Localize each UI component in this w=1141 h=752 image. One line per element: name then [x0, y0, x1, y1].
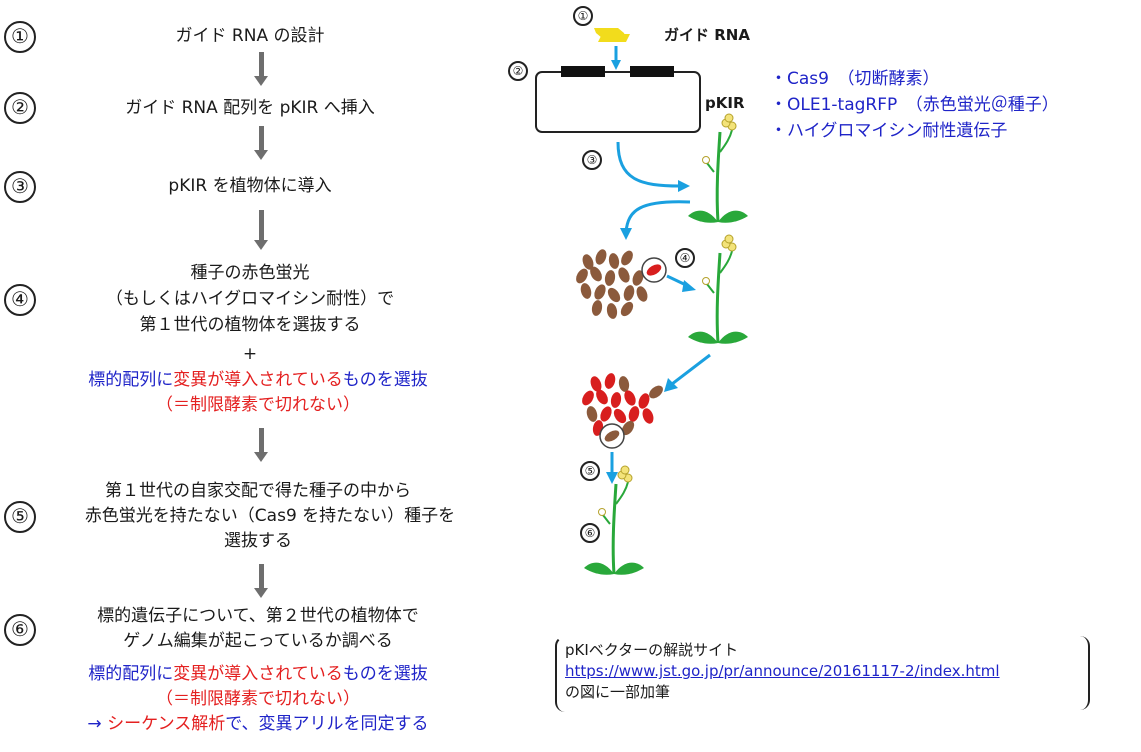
- vector-content-item: ・Cas9 （切断酵素）: [770, 69, 940, 89]
- diagram-step-number: ⑤: [580, 461, 600, 481]
- flow-arrow: [254, 210, 268, 250]
- transform-arrow: [616, 141, 681, 188]
- insert-arrow-head: [611, 60, 621, 70]
- flow-arrow: [254, 564, 268, 598]
- vector-segment: [561, 66, 605, 77]
- step-number: ⑤: [4, 501, 36, 533]
- source-caption: の図に一部加筆: [565, 683, 671, 701]
- sequence-note-line1: 標的配列に変異が導入されているものを選抜: [48, 662, 468, 686]
- pkir-vector-box: [535, 71, 701, 133]
- seed-arrow-head: [620, 228, 632, 240]
- step-text-line: 赤色蛍光を持たない（Cas9 を持たない）種子を: [84, 506, 456, 526]
- source-link[interactable]: https://www.jst.go.jp/pr/announce/201611…: [565, 662, 1000, 680]
- step-number: ⑥: [4, 614, 36, 646]
- diagram-step-number: ②: [508, 61, 528, 81]
- step-text-line: ゲノム編集が起こっているか調べる: [123, 631, 393, 651]
- plus-sign: +: [242, 344, 258, 364]
- step-text: pKIR を植物体に導入: [168, 176, 332, 196]
- diagram-canvas: [535, 28, 750, 577]
- step-text-line: （もしくはハイグロマイシン耐性）で: [105, 289, 395, 309]
- guide-rna-shape: [598, 34, 630, 42]
- source-note: pKIベクターの解説サイト https://www.jst.go.jp/pr/a…: [555, 636, 1090, 712]
- bracket-left: [555, 636, 567, 712]
- sequence-note-line3: → シーケンス解析で、変異アリルを同定する: [48, 712, 468, 736]
- target-text: 標的配列に: [88, 370, 174, 390]
- step-text-line: 第１世代の植物体を選抜する: [139, 315, 361, 335]
- diagram-step-number: ⑥: [580, 523, 600, 543]
- identify-allele-text: で、変異アリルを同定する: [225, 714, 429, 734]
- vector-content-item: ・ハイグロマイシン耐性遺伝子: [770, 121, 1008, 141]
- grow-arrow-head: [606, 472, 618, 484]
- flow-arrow: [254, 52, 268, 86]
- arrow-glyph: →: [87, 714, 102, 734]
- step-text: ガイド RNA 配列を pKIR へ挿入: [125, 98, 375, 118]
- vector-label: pKIR: [705, 94, 745, 112]
- step-number: ④: [4, 284, 36, 316]
- mutation-text: 変異が導入されている: [173, 664, 343, 684]
- plant-icon: [582, 464, 646, 577]
- flow-arrow: [254, 428, 268, 462]
- vector-content-item: ・OLE1-tagRFP （赤色蛍光＠種子）: [770, 95, 1059, 115]
- source-note-text: pKIベクターの解説サイト https://www.jst.go.jp/pr/a…: [565, 640, 1000, 703]
- diagram-step-number: ④: [675, 248, 695, 268]
- select-text: ものを選抜: [342, 664, 428, 684]
- plant-icon: [686, 233, 750, 346]
- select-text: ものを選抜: [342, 370, 428, 390]
- brown-seed-cluster: [576, 249, 648, 319]
- flow-arrow: [254, 126, 268, 160]
- vector-segment: [630, 66, 674, 77]
- step-text-line: 第１世代の自家交配で得た種子の中から: [105, 481, 411, 501]
- brown-seed: [604, 430, 620, 442]
- step-text-line: 種子の赤色蛍光: [190, 263, 310, 283]
- seed-arrow: [624, 200, 691, 233]
- step-number: ③: [4, 171, 36, 203]
- step-number: ①: [4, 21, 36, 53]
- selection-note-line2: （＝制限酵素で切れない）: [156, 395, 360, 415]
- step-text-line: 選抜する: [224, 531, 292, 551]
- sequence-note-line2: （＝制限酵素で切れない）: [156, 689, 360, 709]
- diagram-step-number: ③: [582, 150, 602, 170]
- target-text: 標的配列に: [88, 664, 174, 684]
- mutation-text: 変異が導入されている: [173, 370, 343, 390]
- diagram-step-number: ①: [573, 6, 593, 26]
- sequencing-text: シーケンス解析: [107, 714, 226, 734]
- source-title: pKIベクターの解説サイト: [565, 641, 739, 659]
- transform-arrow-head: [678, 180, 690, 192]
- step-text: ガイド RNA の設計: [175, 26, 325, 46]
- mixed-seed-cluster: [582, 373, 663, 436]
- vector-contents-list: ・Cas9 （切断酵素） ・OLE1-tagRFP （赤色蛍光＠種子） ・ハイグ…: [770, 66, 1059, 144]
- step-number: ②: [4, 92, 36, 124]
- guide-rna-label: ガイド RNA: [664, 26, 750, 44]
- selection-note-line1: 標的配列に変異が導入されているものを選抜: [48, 368, 468, 392]
- bracket-right: [1078, 636, 1090, 710]
- self-cross-arrow-head: [664, 378, 678, 392]
- red-seed: [646, 264, 662, 276]
- self-cross-arrow: [671, 353, 711, 386]
- step-text-line: 標的遺伝子について、第２世代の植物体で: [97, 606, 419, 626]
- grow-arrow-head: [682, 280, 696, 292]
